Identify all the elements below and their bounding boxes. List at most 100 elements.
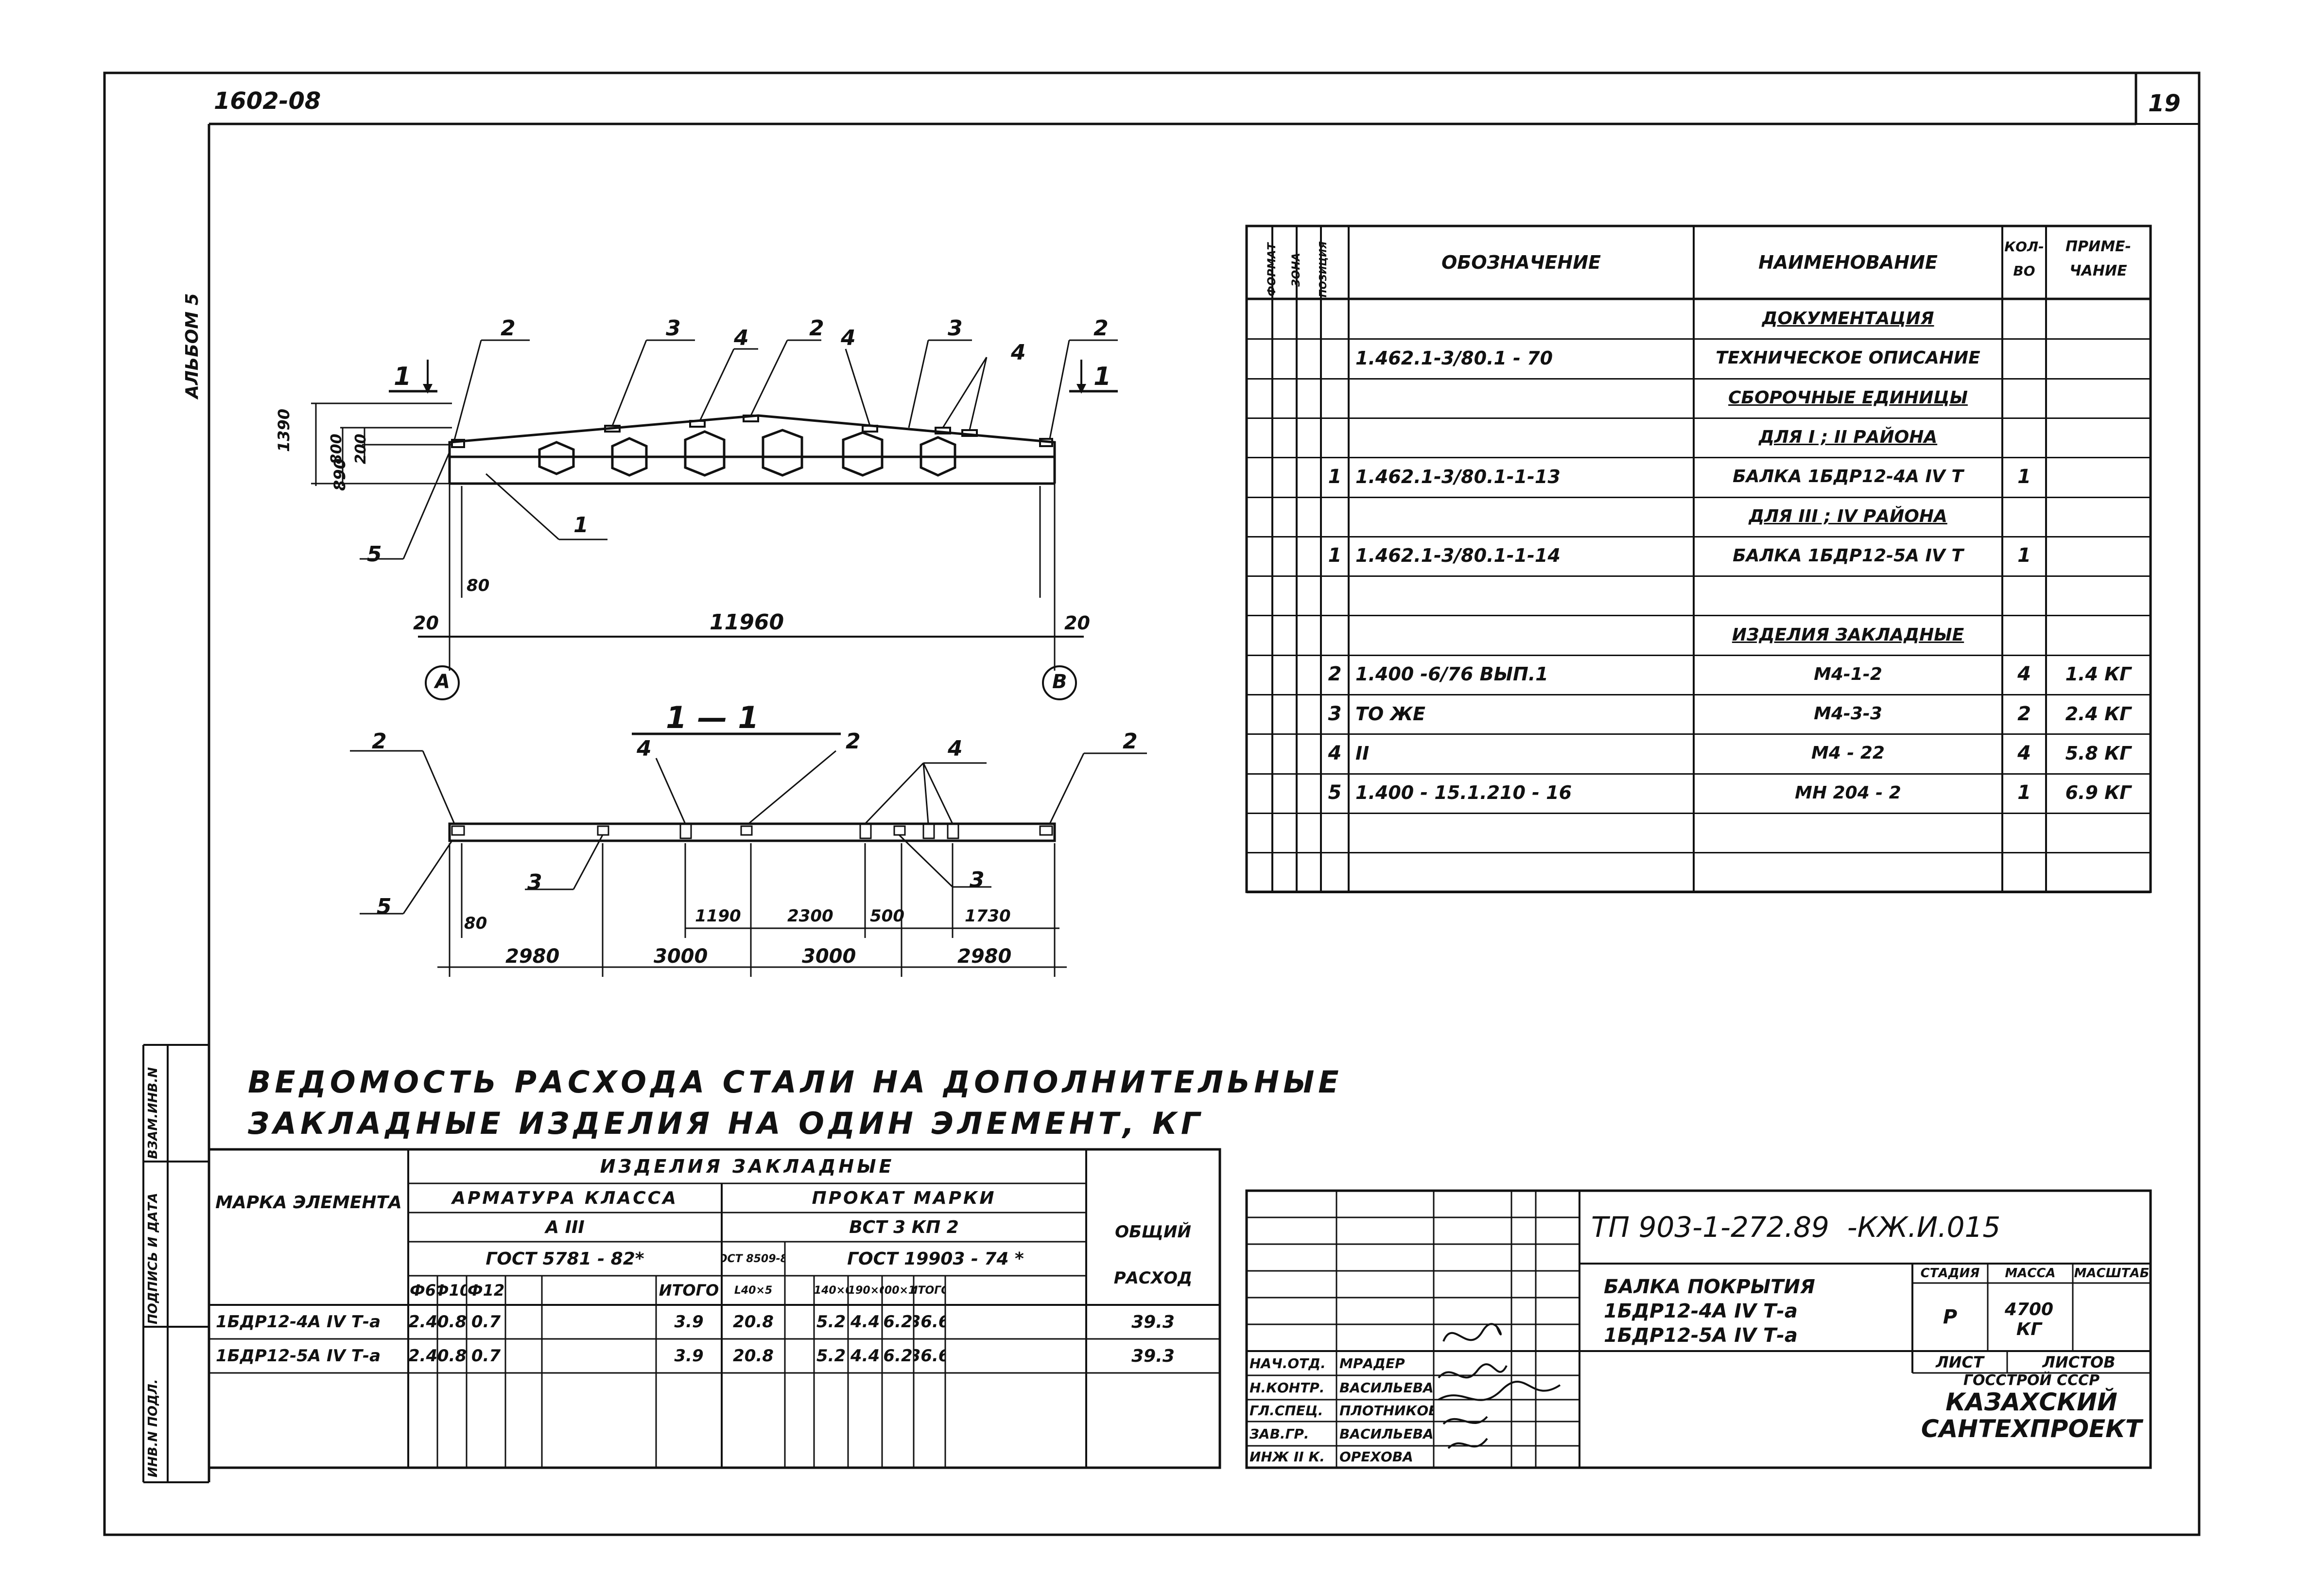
steel-value: 6.2 bbox=[883, 1346, 913, 1366]
section-marker: 1 bbox=[394, 362, 412, 391]
callout-2: 2 bbox=[1093, 316, 1109, 341]
h-class: А III bbox=[545, 1217, 585, 1237]
spec-note: 2.4 КГ bbox=[2065, 703, 2132, 725]
callout-3: 3 bbox=[666, 316, 681, 341]
spec-designation bbox=[1349, 615, 1694, 654]
steel-value bbox=[505, 1305, 656, 1339]
steel-value: 2.4 bbox=[408, 1346, 437, 1366]
steel-value bbox=[785, 1339, 814, 1373]
spec-name: БАЛКА 1БДР12-4А IV Т bbox=[1733, 467, 1963, 487]
callout-4: 4 bbox=[1011, 340, 1026, 365]
spec-name bbox=[1694, 852, 2002, 891]
spec-note bbox=[2046, 299, 2151, 338]
section-marker: 1 bbox=[1093, 362, 1111, 391]
stamp-role: ИНЖ II К. bbox=[1249, 1449, 1325, 1465]
steel-col-header bbox=[785, 1276, 814, 1305]
callout-2: 2 bbox=[372, 729, 387, 754]
steel-col-header: Ф6 bbox=[410, 1281, 436, 1300]
spec-note bbox=[2046, 417, 2151, 457]
spec-designation bbox=[1349, 417, 1694, 457]
col-name: НАИМЕНОВАНИЕ bbox=[1758, 252, 1938, 273]
dim-20-right: 20 bbox=[1064, 612, 1090, 634]
dim-2980: 2980 bbox=[505, 945, 560, 968]
stamp-name: ПЛОТНИКОВ bbox=[1339, 1403, 1434, 1419]
steel-col-header: -200×10 bbox=[882, 1284, 914, 1297]
callout-3: 3 bbox=[970, 867, 985, 892]
steel-col-header: -190×6 bbox=[848, 1284, 882, 1297]
stamp-role: Н.КОНТР. bbox=[1249, 1379, 1325, 1396]
spec-designation: ТО ЖЕ bbox=[1355, 703, 1425, 725]
spec-name: ДЛЯ I ; II РАЙОНА bbox=[1758, 427, 1938, 448]
spec-qty bbox=[2002, 417, 2046, 457]
spec-note bbox=[2046, 338, 2151, 378]
spec-name: ТЕХНИЧЕСКОЕ ОПИСАНИЕ bbox=[1716, 348, 1980, 368]
spec-name: СБОРОЧНЫЕ ЕДИНИЦЫ bbox=[1728, 387, 1968, 408]
h-embedded: ИЗДЕЛИЯ ЗАКЛАДНЫЕ bbox=[600, 1156, 895, 1177]
col-qty-1: КОЛ- bbox=[2004, 239, 2044, 255]
dim-20-left: 20 bbox=[413, 612, 439, 634]
h-gost-3: ГОСТ 19903 - 74 * bbox=[847, 1249, 1024, 1269]
table-row bbox=[1247, 812, 2151, 814]
signatures bbox=[1438, 1323, 1561, 1449]
spec-pos: 1 bbox=[1328, 544, 1342, 567]
table-row bbox=[1247, 773, 2151, 775]
spec-pos bbox=[1321, 497, 1349, 536]
spec-qty bbox=[2002, 497, 2046, 536]
spec-pos bbox=[1321, 813, 1349, 852]
title-line-2: 1БДР12-4А IV Т-а bbox=[1604, 1300, 1798, 1322]
spec-designation bbox=[1349, 378, 1694, 417]
dim-span: 11960 bbox=[710, 610, 784, 635]
spec-qty bbox=[2002, 852, 2046, 891]
steel-value: 2.4 bbox=[408, 1312, 437, 1332]
org-line-1: ГОССТРОЙ СССР bbox=[1963, 1371, 2100, 1389]
callout-5: 5 bbox=[367, 542, 382, 567]
steel-mark: 1БДР12-5А IV Т-а bbox=[216, 1346, 381, 1366]
sheets-label: ЛИСТОВ bbox=[2042, 1353, 2116, 1371]
table-row bbox=[1247, 733, 2151, 735]
stage-value: Р bbox=[1943, 1306, 1958, 1328]
spec-pos: 4 bbox=[1328, 742, 1342, 764]
dim-1730: 1730 bbox=[965, 906, 1011, 926]
spec-designation: 1.462.1-3/80.1 - 70 bbox=[1355, 347, 1553, 369]
dim-3000: 3000 bbox=[802, 945, 856, 968]
dim-2980: 2980 bbox=[957, 945, 1012, 968]
callout-2: 2 bbox=[501, 316, 516, 341]
table-row bbox=[1247, 852, 2151, 854]
beam-elevation bbox=[311, 339, 1118, 700]
spec-designation bbox=[1349, 575, 1694, 615]
steel-value: 0.7 bbox=[471, 1312, 501, 1332]
table-row bbox=[1247, 891, 2151, 893]
h-rolled: ПРОКАТ МАРКИ bbox=[812, 1188, 996, 1208]
spec-name bbox=[1694, 575, 2002, 615]
spec-pos: 3 bbox=[1328, 702, 1342, 725]
spec-qty: 1 bbox=[2017, 465, 2031, 488]
spec-note bbox=[2046, 852, 2151, 891]
spec-pos bbox=[1321, 299, 1349, 338]
spec-designation: 1.462.1-3/80.1-1-13 bbox=[1355, 466, 1561, 487]
spec-note bbox=[2046, 813, 2151, 852]
h-rebar: АРМАТУРА КЛАССА bbox=[452, 1188, 678, 1208]
h-gost-1: ГОСТ 5781 - 82* bbox=[486, 1249, 644, 1269]
callout-4: 4 bbox=[637, 736, 652, 761]
col-zone: ЗОНА bbox=[1290, 253, 1302, 287]
org-line-2: КАЗАХСКИЙ bbox=[1945, 1388, 2117, 1416]
side-label-inv: ИНВ.N ПОДЛ. bbox=[146, 1379, 160, 1477]
steel-value: 4.4 bbox=[850, 1312, 880, 1332]
sheet-label: ЛИСТ bbox=[1936, 1353, 1984, 1371]
spec-note bbox=[2046, 615, 2151, 654]
table-row bbox=[1247, 496, 2151, 498]
steel-title-line-1: ВЕДОМОСТЬ РАСХОДА СТАЛИ НА ДОПОЛНИТЕЛЬНЫ… bbox=[248, 1064, 1343, 1100]
dim-1190: 1190 bbox=[695, 906, 741, 926]
stage-header: СТАДИЯ bbox=[1920, 1266, 1980, 1281]
stamp-name: ОРЕХОВА bbox=[1339, 1449, 1413, 1465]
table-row bbox=[1247, 615, 2151, 617]
spec-designation: ІІ bbox=[1355, 742, 1370, 764]
spec-pos: 1 bbox=[1328, 465, 1342, 488]
spec-name: ДЛЯ III ; IV РАЙОНА bbox=[1749, 506, 1947, 526]
spec-pos: 2 bbox=[1328, 663, 1342, 686]
steel-table-grid bbox=[208, 1148, 1221, 1469]
table-row bbox=[1247, 694, 2151, 695]
h-mark: МАРКА ЭЛЕМЕНТА bbox=[215, 1193, 402, 1213]
steel-value: 0.8 bbox=[437, 1312, 467, 1332]
table-row bbox=[1247, 378, 2151, 380]
